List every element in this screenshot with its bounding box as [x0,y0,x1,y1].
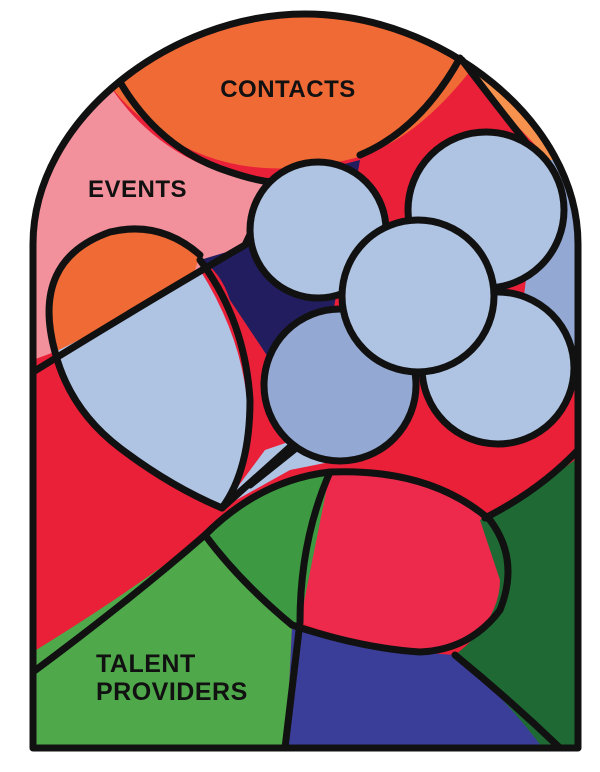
contacts-label: CONTACTS [220,76,356,103]
talent-providers-panel [33,535,292,748]
talent-label-line2: PROVIDERS [96,678,248,706]
contacts-panel [100,14,480,169]
talent-label-line1: TALENT [96,650,196,678]
events-label: EVENTS [88,176,187,203]
flower-center [338,216,498,376]
indigo-panel [285,625,560,748]
stem-panel [222,438,330,508]
small-orange-panel [49,228,200,352]
flower [246,128,578,465]
window-frame [29,10,582,752]
lead-lines [29,54,582,752]
crimson-oval-panel [300,471,508,650]
